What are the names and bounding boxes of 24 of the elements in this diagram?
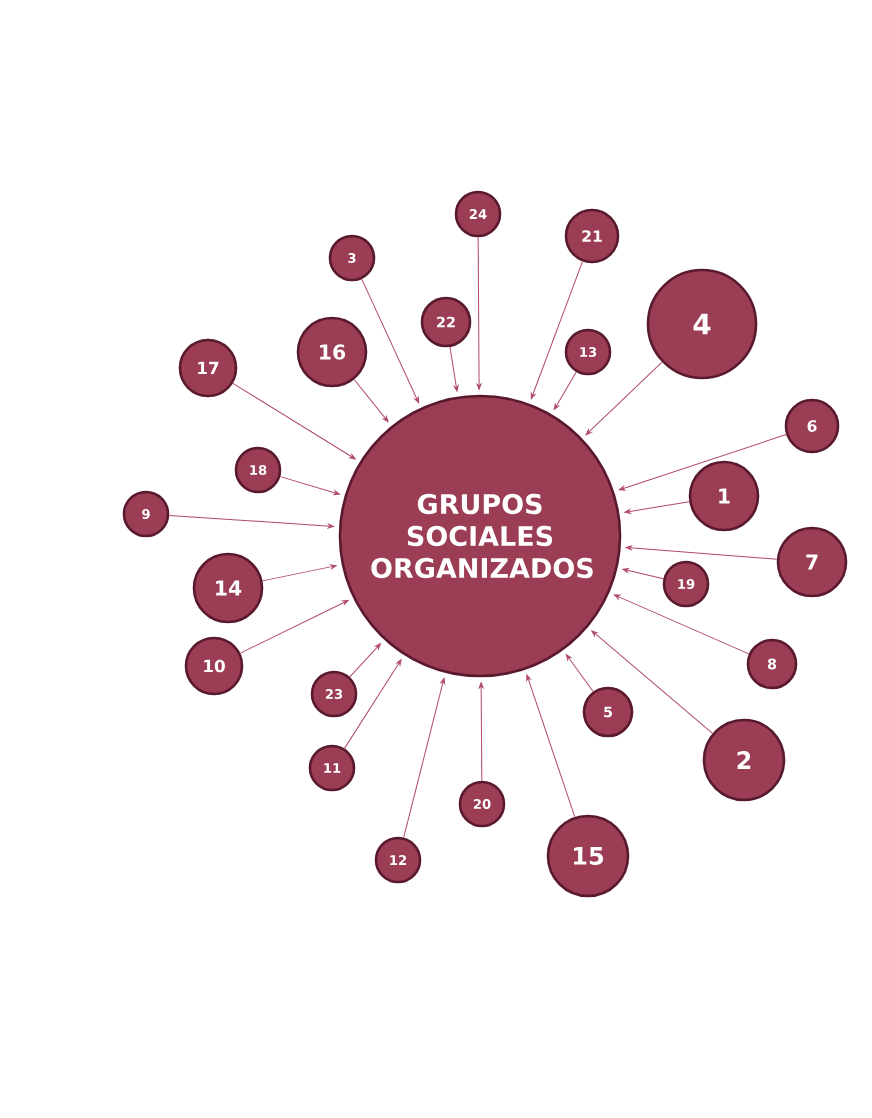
arrow xyxy=(624,501,690,514)
arrow xyxy=(618,434,787,491)
arrow xyxy=(625,545,778,560)
arrow xyxy=(476,236,482,390)
arrow xyxy=(585,361,663,436)
arrow xyxy=(526,674,576,818)
arrow xyxy=(361,278,420,404)
arrow xyxy=(478,682,484,782)
arrow xyxy=(168,515,335,529)
arrow xyxy=(232,382,356,460)
arrow xyxy=(349,643,381,678)
arrow xyxy=(530,261,583,400)
arrow xyxy=(403,677,446,838)
arrow xyxy=(239,599,349,654)
arrow xyxy=(449,346,459,392)
arrow xyxy=(622,568,664,580)
arrow xyxy=(553,371,577,410)
arrow xyxy=(565,654,594,693)
arrow xyxy=(613,594,750,655)
arrow xyxy=(279,476,340,496)
arrow xyxy=(591,630,713,734)
arrow xyxy=(344,659,402,749)
arrow xyxy=(262,564,337,582)
arrow xyxy=(353,379,389,423)
